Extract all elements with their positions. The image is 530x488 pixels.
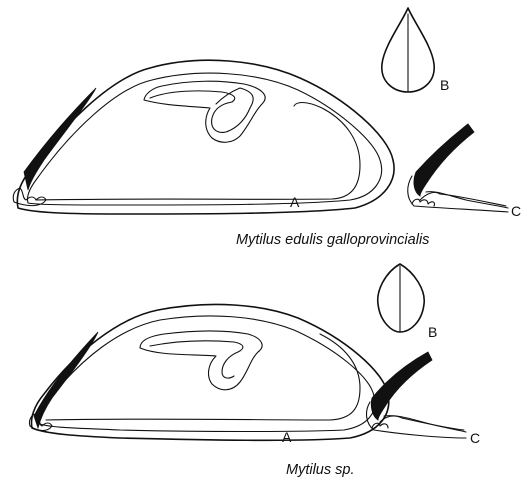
- bottom-shell-inner-margin: [39, 316, 374, 432]
- top-hinge-teeth: [412, 199, 435, 206]
- bottom-ligament: [34, 332, 98, 428]
- bottom-label-a: A: [282, 429, 292, 445]
- bottom-panel: A B C Mytilus sp.: [29, 264, 480, 478]
- top-shell-anterior-view: [382, 8, 434, 92]
- top-label-a: A: [290, 194, 300, 210]
- bottom-anterior-outline: [378, 264, 424, 332]
- bottom-hinge-plate: [384, 416, 466, 432]
- top-label-b: B: [440, 77, 449, 93]
- top-hinge-ligament: [414, 124, 474, 196]
- bottom-shell-pallial-line: [46, 334, 360, 420]
- top-ligament: [24, 88, 96, 190]
- bottom-adductor-scar: [140, 331, 262, 390]
- top-species-caption: Mytilus edulis galloprovincialis: [236, 232, 429, 248]
- bottom-hinge-ligament: [371, 352, 432, 420]
- top-shell-pallial-line: [36, 103, 360, 201]
- top-adductor-scar: [150, 88, 253, 132]
- top-hinge-plate: [426, 192, 508, 208]
- top-shell-outer-outline: [17, 60, 394, 214]
- bottom-hinge-inner: [380, 416, 464, 430]
- bottom-shell-lateral-view: [29, 304, 388, 440]
- top-label-c: C: [511, 203, 521, 219]
- bottom-adductor-scar-inner: [150, 341, 243, 378]
- bottom-shell-anterior-view: [378, 264, 424, 332]
- bottom-label-b: B: [428, 324, 437, 340]
- top-shell-lateral-view: [13, 60, 394, 214]
- bottom-species-caption: Mytilus sp.: [286, 462, 355, 478]
- top-panel: A B C Mytilus edulis galloprovincialis: [13, 8, 521, 248]
- top-hinge-detail: [408, 124, 508, 212]
- bottom-label-c: C: [470, 430, 480, 446]
- bottom-hinge-detail: [367, 352, 466, 438]
